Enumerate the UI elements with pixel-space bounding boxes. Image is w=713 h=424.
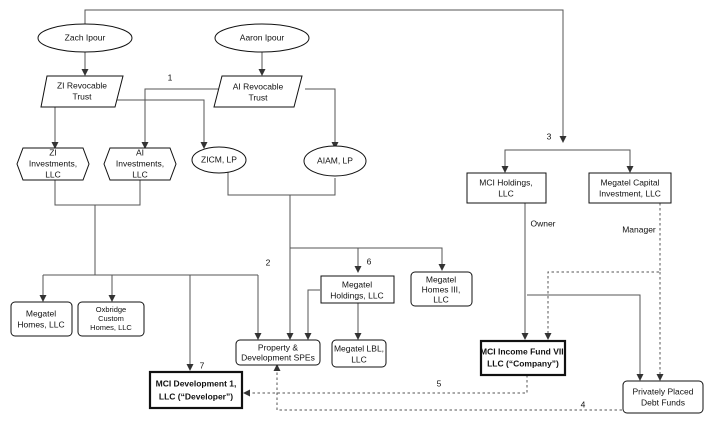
connector-aitrust-aiam bbox=[305, 88, 339, 149]
node-label: Oxbridge bbox=[96, 305, 126, 314]
connector-zitrust-zicm bbox=[99, 99, 208, 149]
node-zi-investments[interactable]: ZI Investments, LLC bbox=[16, 147, 90, 181]
node-zach-ipour[interactable]: Zach Ipour bbox=[37, 23, 133, 53]
node-megatel-homes-iii[interactable]: Megatel Homes III, LLC bbox=[410, 271, 473, 307]
node-megatel-homes[interactable]: Megatel Homes, LLC bbox=[10, 301, 73, 337]
node-label: MCI Development 1, bbox=[156, 378, 237, 388]
connector-aitrust-aiinv bbox=[141, 88, 222, 149]
node-label: Trust bbox=[248, 92, 268, 102]
node-oxbridge-custom-homes[interactable]: Oxbridge Custom Homes, LLC bbox=[77, 301, 145, 337]
node-label: AI bbox=[136, 147, 144, 157]
connector-fund-debt bbox=[527, 294, 644, 381]
node-label: AI Revocable bbox=[233, 81, 284, 91]
marker-5: 5 bbox=[437, 378, 442, 388]
node-label: Investments, bbox=[29, 158, 77, 168]
node-mci-holdings[interactable]: MCI Holdings, LLC bbox=[466, 172, 547, 204]
node-label: Investments, bbox=[116, 158, 164, 168]
node-label: ZI Revocable bbox=[57, 80, 107, 90]
node-label: LLC bbox=[45, 169, 61, 179]
marker-3: 3 bbox=[547, 131, 552, 141]
node-label: Privately Placed bbox=[633, 386, 694, 396]
node-label: AIAM, LP bbox=[317, 155, 353, 165]
node-label: LLC bbox=[351, 354, 367, 364]
node-label: Investment, LLC bbox=[599, 188, 661, 198]
node-label: Megatel Capital bbox=[600, 177, 659, 187]
node-label: ZI bbox=[49, 147, 57, 157]
connector-lp-merge bbox=[227, 172, 336, 196]
node-zicm-lp[interactable]: ZICM, LP bbox=[191, 146, 247, 174]
connector-inv-merge bbox=[54, 180, 141, 206]
node-label: ZICM, LP bbox=[201, 154, 237, 164]
node-privately-placed-debt-funds[interactable]: Privately Placed Debt Funds bbox=[622, 380, 704, 414]
node-label: Homes, LLC bbox=[17, 319, 64, 329]
marker-2: 2 bbox=[266, 257, 271, 267]
node-label: Homes III, bbox=[422, 284, 461, 294]
connector-manager-fund bbox=[544, 203, 661, 340]
node-label: MCI Income Fund VII, bbox=[480, 346, 566, 356]
connector-holdings-capital-bus bbox=[504, 149, 631, 172]
connector-lp-homes3 bbox=[290, 247, 446, 271]
connector-fund-mcidev bbox=[243, 375, 528, 397]
node-ai-investments[interactable]: AI Investments, LLC bbox=[103, 147, 177, 181]
node-label: LLC bbox=[498, 188, 514, 198]
node-ai-revocable-trust[interactable]: AI Revocable Trust bbox=[213, 75, 303, 108]
node-label: Zach Ipour bbox=[65, 32, 106, 42]
node-label: Property & bbox=[258, 342, 298, 352]
connector-zach-mci-holdings bbox=[84, 9, 567, 143]
node-label: Holdings, LLC bbox=[330, 290, 383, 300]
node-label: Homes, LLC bbox=[90, 323, 132, 332]
marker-7: 7 bbox=[200, 360, 205, 370]
node-label: Debt Funds bbox=[641, 397, 685, 407]
node-label: LLC bbox=[433, 294, 449, 304]
node-label: Development SPEs bbox=[241, 352, 315, 362]
node-label: Megatel bbox=[426, 274, 456, 284]
node-label: MCI Holdings, bbox=[479, 177, 532, 187]
node-label: Megatel LBL, bbox=[334, 343, 384, 353]
marker-4: 4 bbox=[581, 399, 586, 409]
edge-label-owner: Owner bbox=[530, 218, 555, 228]
connectors bbox=[39, 9, 664, 411]
node-megatel-lbl[interactable]: Megatel LBL, LLC bbox=[331, 339, 387, 368]
node-label: Megatel bbox=[26, 308, 56, 318]
edge-label-manager: Manager bbox=[622, 224, 656, 234]
marker-6: 6 bbox=[367, 256, 372, 266]
node-label: Aaron Ipour bbox=[240, 32, 285, 42]
node-megatel-capital-investment[interactable]: Megatel Capital Investment, LLC bbox=[588, 172, 672, 204]
connector-holdings-spe bbox=[304, 289, 320, 340]
node-property-development-spes[interactable]: Property & Development SPEs bbox=[235, 339, 321, 366]
node-aaron-ipour[interactable]: Aaron Ipour bbox=[214, 23, 310, 53]
node-label: LLC bbox=[132, 169, 148, 179]
node-mci-development-1[interactable]: MCI Development 1, LLC (“Developer”) bbox=[148, 370, 244, 410]
node-label: LLC (“Developer”) bbox=[159, 391, 233, 401]
node-zi-revocable-trust[interactable]: ZI Revocable Trust bbox=[40, 75, 124, 108]
node-label: Megatel bbox=[342, 279, 372, 289]
node-mci-income-fund-vii[interactable]: MCI Income Fund VII, LLC (“Company”) bbox=[479, 339, 567, 377]
node-label: Custom bbox=[98, 314, 124, 323]
connector-debt-spe bbox=[273, 364, 622, 411]
node-label: LLC (“Company”) bbox=[487, 358, 559, 368]
node-megatel-holdings[interactable]: Megatel Holdings, LLC bbox=[320, 275, 395, 304]
node-label: Trust bbox=[72, 91, 92, 101]
node-aiam-lp[interactable]: AIAM, LP bbox=[303, 145, 367, 177]
marker-1: 1 bbox=[168, 72, 173, 82]
